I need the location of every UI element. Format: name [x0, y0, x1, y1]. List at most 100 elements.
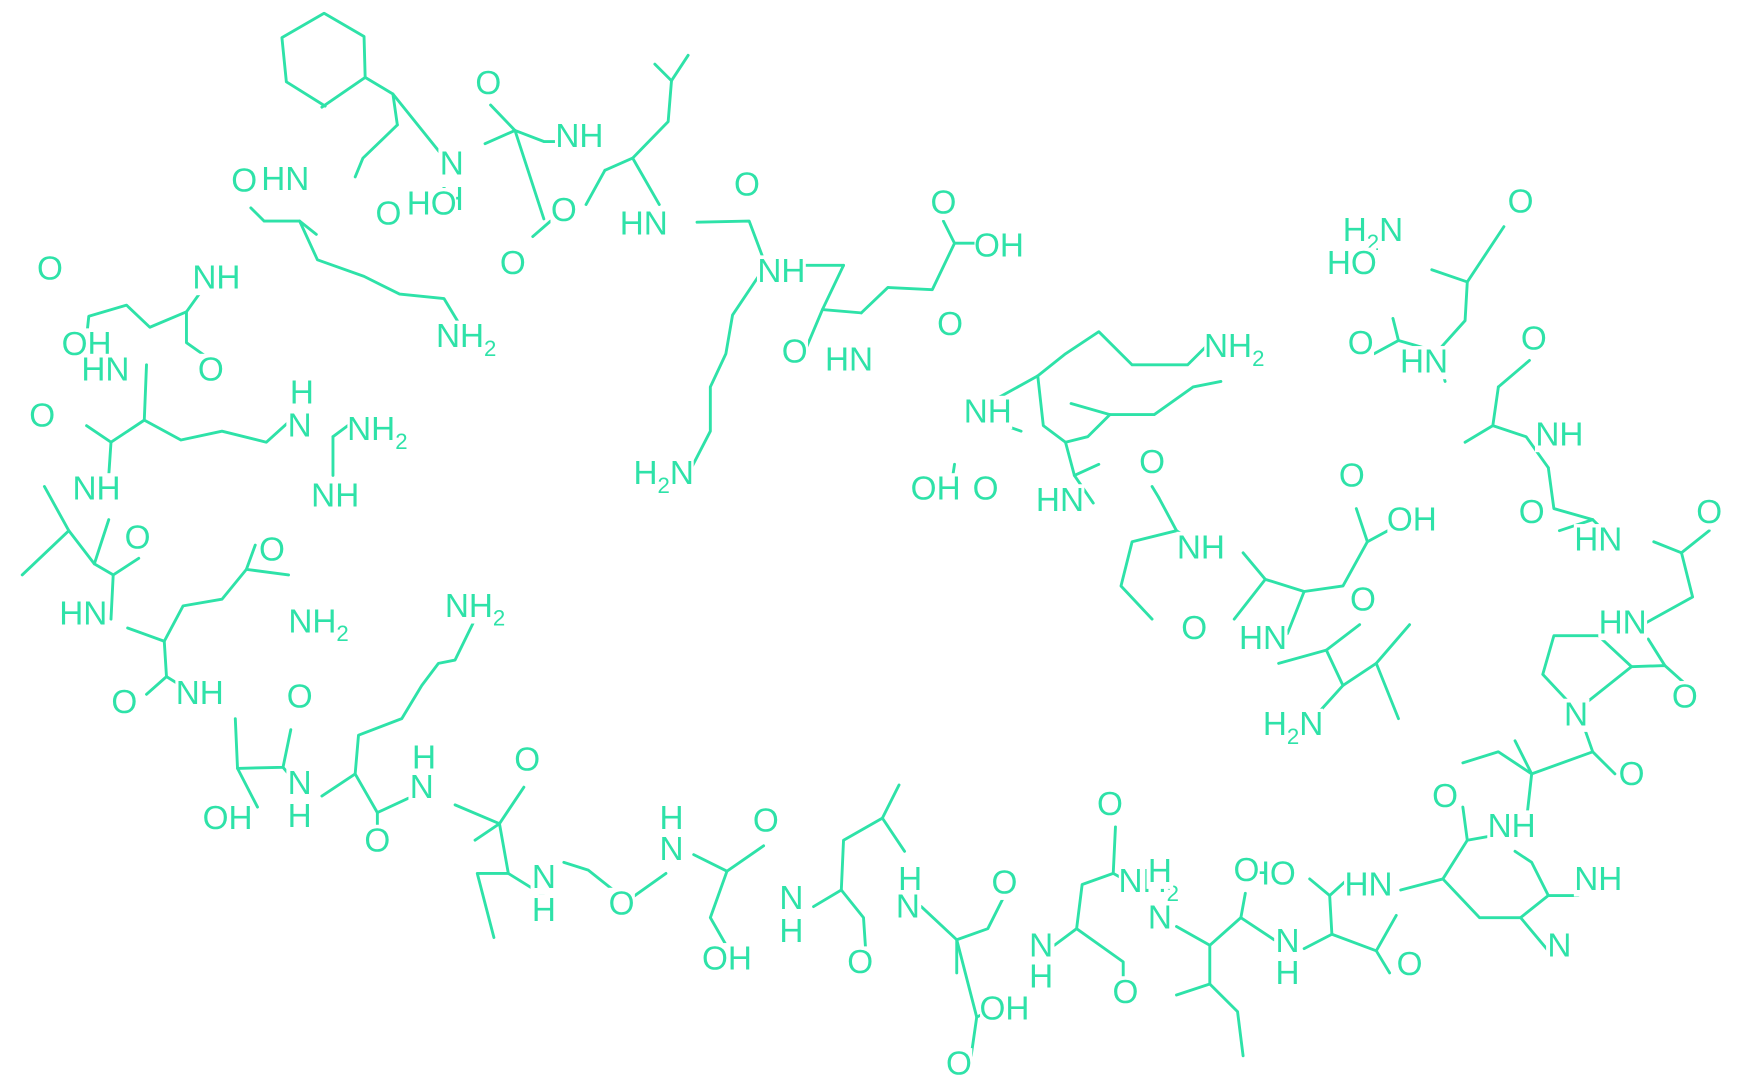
bond [145, 639, 168, 696]
svg-text:N: N [532, 859, 556, 896]
svg-text:H: H [412, 739, 436, 776]
svg-text:O: O [946, 1046, 972, 1083]
svg-text:HN: HN [825, 341, 873, 378]
atom-label: O [28, 398, 56, 435]
atom-label: HO [1327, 245, 1377, 282]
bond [92, 518, 141, 577]
bond [109, 573, 115, 621]
atom-label: O [1618, 756, 1645, 793]
bond [941, 219, 956, 245]
svg-text:NH: NH [176, 675, 224, 712]
atom-label: H [1027, 958, 1055, 995]
bond [475, 871, 510, 939]
svg-text:O: O [1339, 458, 1365, 495]
svg-text:O: O [364, 822, 390, 859]
atom-label: H2​N [1263, 706, 1323, 749]
bond [880, 783, 901, 820]
bond [1530, 750, 1617, 776]
svg-text:HN: HN [1400, 344, 1448, 381]
svg-text:HN: HN [261, 161, 309, 198]
atom-label: N [1274, 923, 1301, 960]
bond [1441, 877, 1580, 920]
atom-label: O [991, 864, 1018, 901]
bond [1646, 637, 1667, 667]
bond [185, 310, 207, 358]
atom-label: N [1562, 696, 1590, 733]
atom-label: O [258, 532, 286, 569]
bond [1208, 943, 1245, 1058]
atom-label: H [410, 739, 438, 776]
svg-text:NH2​: NH2​ [436, 318, 496, 361]
svg-text:N: N [288, 408, 312, 445]
svg-text:NH: NH [1535, 417, 1583, 454]
bond [1175, 891, 1247, 947]
svg-text:NH2​: NH2​ [347, 411, 407, 454]
atom-label: NH [175, 675, 225, 712]
atom-label: NH2​ [436, 318, 496, 361]
svg-text:H: H [1148, 853, 1172, 890]
atom-label: NH2​ [288, 603, 348, 646]
svg-text:N: N [1564, 696, 1588, 733]
atom-label: O [1338, 458, 1366, 495]
bond [1036, 330, 1212, 378]
atom-label: O [608, 885, 635, 922]
atom-label: HN [1035, 482, 1085, 519]
svg-text:H: H [1029, 958, 1053, 995]
svg-text:H2​N: H2​N [633, 455, 693, 498]
svg-text:O: O [376, 195, 402, 232]
bond [1308, 877, 1332, 897]
atom-label: HN [81, 351, 130, 388]
bond [280, 11, 367, 109]
svg-text:N: N [410, 769, 434, 806]
bond [1461, 805, 1469, 842]
bond [692, 844, 766, 873]
bond [531, 219, 552, 239]
bond [1052, 825, 1117, 947]
svg-text:N: N [779, 880, 803, 917]
atom-label: HN [58, 596, 108, 633]
bond [1541, 634, 1634, 710]
svg-text:H: H [659, 800, 683, 837]
bond [1324, 623, 1362, 652]
bond [1374, 913, 1398, 953]
svg-text:O: O [847, 944, 873, 981]
bond [1680, 529, 1711, 555]
svg-text:O: O [973, 471, 999, 508]
bond [1372, 339, 1400, 356]
atom-label: O [475, 65, 502, 102]
atom-label: O [1431, 778, 1459, 815]
svg-text:N: N [1029, 927, 1053, 964]
atom-label: NH [554, 118, 604, 155]
atom-label: OH [980, 990, 1030, 1027]
bond [363, 75, 399, 127]
atom-label: O [945, 1046, 973, 1083]
atom-label: HN [260, 161, 310, 198]
svg-text:O: O [1097, 786, 1123, 823]
atom-label: OH [203, 800, 253, 837]
atom-label: O [1507, 183, 1534, 220]
bond [353, 123, 399, 179]
bond [631, 156, 661, 206]
svg-text:O: O [198, 351, 224, 388]
svg-text:O: O [259, 532, 285, 569]
bond [839, 816, 907, 892]
atom-label: H [778, 913, 805, 950]
svg-text:O: O [1696, 494, 1722, 531]
atom-label: O [375, 195, 402, 232]
svg-text:O: O [551, 192, 577, 229]
svg-text:HN: HN [620, 205, 668, 242]
atom-label: H [530, 892, 558, 929]
svg-text:N: N [1275, 923, 1299, 960]
atom-label: NH [1176, 529, 1226, 566]
atom-label: N [408, 769, 436, 806]
svg-text:HN: HN [1599, 605, 1647, 642]
svg-text:O: O [782, 334, 808, 371]
atom-label: O [1396, 946, 1423, 983]
svg-text:O: O [287, 679, 313, 716]
bond [1496, 358, 1531, 389]
atom-label: OH [911, 471, 961, 508]
bond [1583, 728, 1595, 754]
bond [249, 206, 318, 236]
svg-text:O: O [111, 684, 137, 721]
